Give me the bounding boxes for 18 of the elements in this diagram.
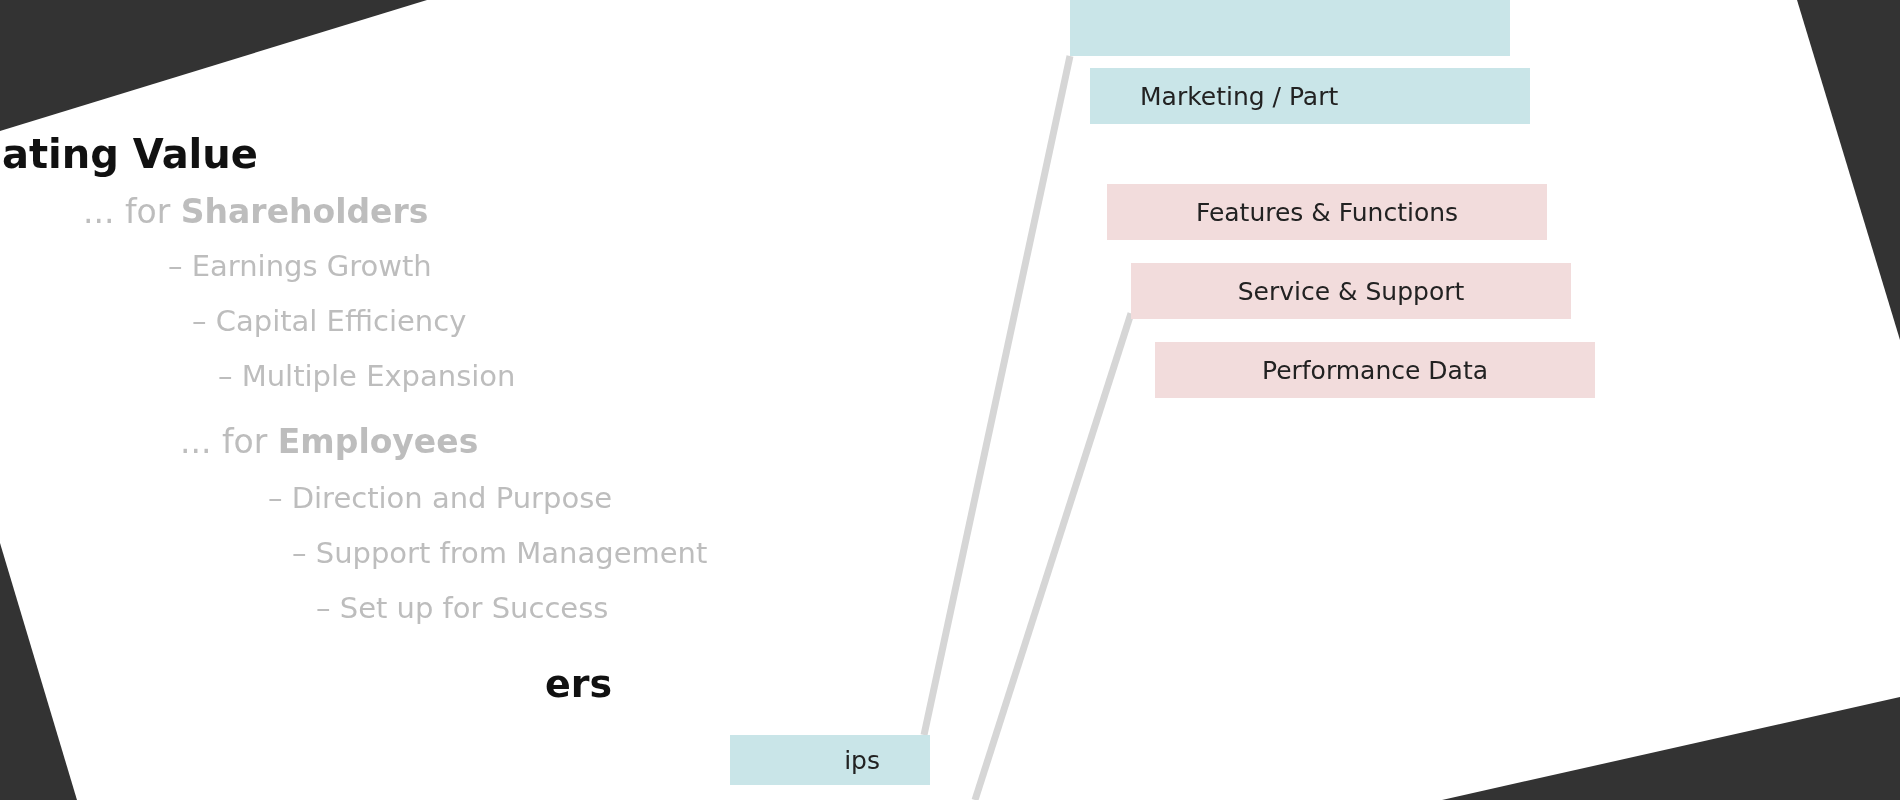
list-heading: ... for Employees xyxy=(180,422,479,462)
category-bar: Marketing / Part xyxy=(1090,68,1530,124)
bullet-item: – Support from Management xyxy=(292,536,708,571)
bar xyxy=(1070,0,1510,56)
bullet-item: – Multiple Expansion xyxy=(218,359,516,394)
bullet-item: – Set up for Success xyxy=(316,591,609,626)
category-bar: Performance Data xyxy=(1155,342,1595,398)
bullet-item: – Direction and Purpose xyxy=(268,481,613,516)
list-heading: ... for Shareholders xyxy=(83,192,429,232)
bullet-item: – Earnings Growth xyxy=(168,249,432,284)
category-bar: Features & Functions xyxy=(1107,184,1547,240)
category-bar: Service & Support xyxy=(1131,263,1571,319)
connector-line xyxy=(920,55,1074,736)
bullet-item: – Capital Efficiency xyxy=(192,304,467,339)
list-heading: ers xyxy=(545,662,613,708)
category-bar: ips xyxy=(730,735,930,785)
connector-line xyxy=(971,312,1135,800)
slide-title: ating Value xyxy=(2,130,258,178)
